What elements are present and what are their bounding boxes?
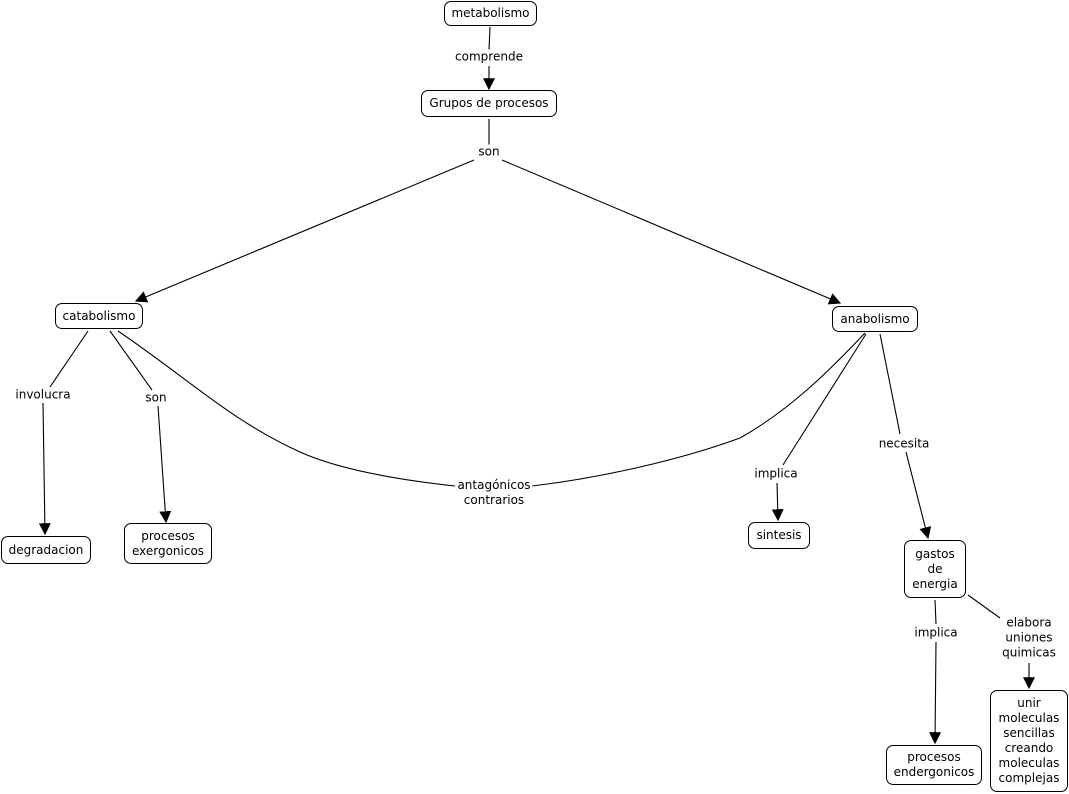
edge-gastos-elabora [967,594,1001,619]
edge-catabolismo-son [109,330,153,391]
edge-implica-endergonicos [929,641,942,745]
link-necesita[interactable]: necesita [876,436,932,452]
edge-involucra-degradacion [38,402,51,536]
edge-son-exergonicos [157,405,172,524]
concept-procesos-endergonicos[interactable]: procesos endergonicos [886,745,982,785]
edge-son-anabolismo [501,159,842,305]
concept-anabolismo[interactable]: anabolismo [832,306,918,332]
concept-catabolismo[interactable]: catabolismo [55,303,143,329]
link-son-top[interactable]: son [476,144,502,160]
edge-necesita-gastos [905,451,932,540]
link-implica-gastos[interactable]: implica [912,625,960,641]
edge-antagonicos-anabolismo [531,332,866,487]
concept-metabolismo[interactable]: metabolismo [444,1,537,26]
concept-gastos-de-energia[interactable]: gastos de energia [904,540,966,598]
link-implica-anabolismo[interactable]: implica [752,466,800,482]
concept-unir-moleculas[interactable]: unir moleculas sencillas creando molecul… [990,690,1068,792]
concept-grupos-de-procesos[interactable]: Grupos de procesos [421,90,557,117]
link-involucra[interactable]: involucra [13,387,73,403]
concept-procesos-exergonicos[interactable]: procesos exergonicos [124,523,212,564]
link-son-catabolismo[interactable]: son [143,390,169,406]
edge-anabolismo-necesita [879,333,901,435]
concept-sintesis[interactable]: sintesis [748,522,810,549]
concept-degradacion[interactable]: degradacion [1,536,91,564]
edge-catabolismo-antagonicos [117,330,456,487]
edge-gastos-implica [934,599,937,625]
edge-metabolismo-comprende [488,26,491,51]
edge-son-catabolismo [134,159,475,303]
link-elabora-uniones-quimicas[interactable]: elabora uniones quimicas [1000,615,1058,661]
link-comprende[interactable]: comprende [453,49,525,65]
link-antagonicos-contrarios[interactable]: antagónicos contrarios [455,478,533,508]
edge-implica-sintesis [771,482,784,522]
edge-catabolismo-involucra [49,330,89,388]
edge-anabolismo-implica [782,333,867,466]
